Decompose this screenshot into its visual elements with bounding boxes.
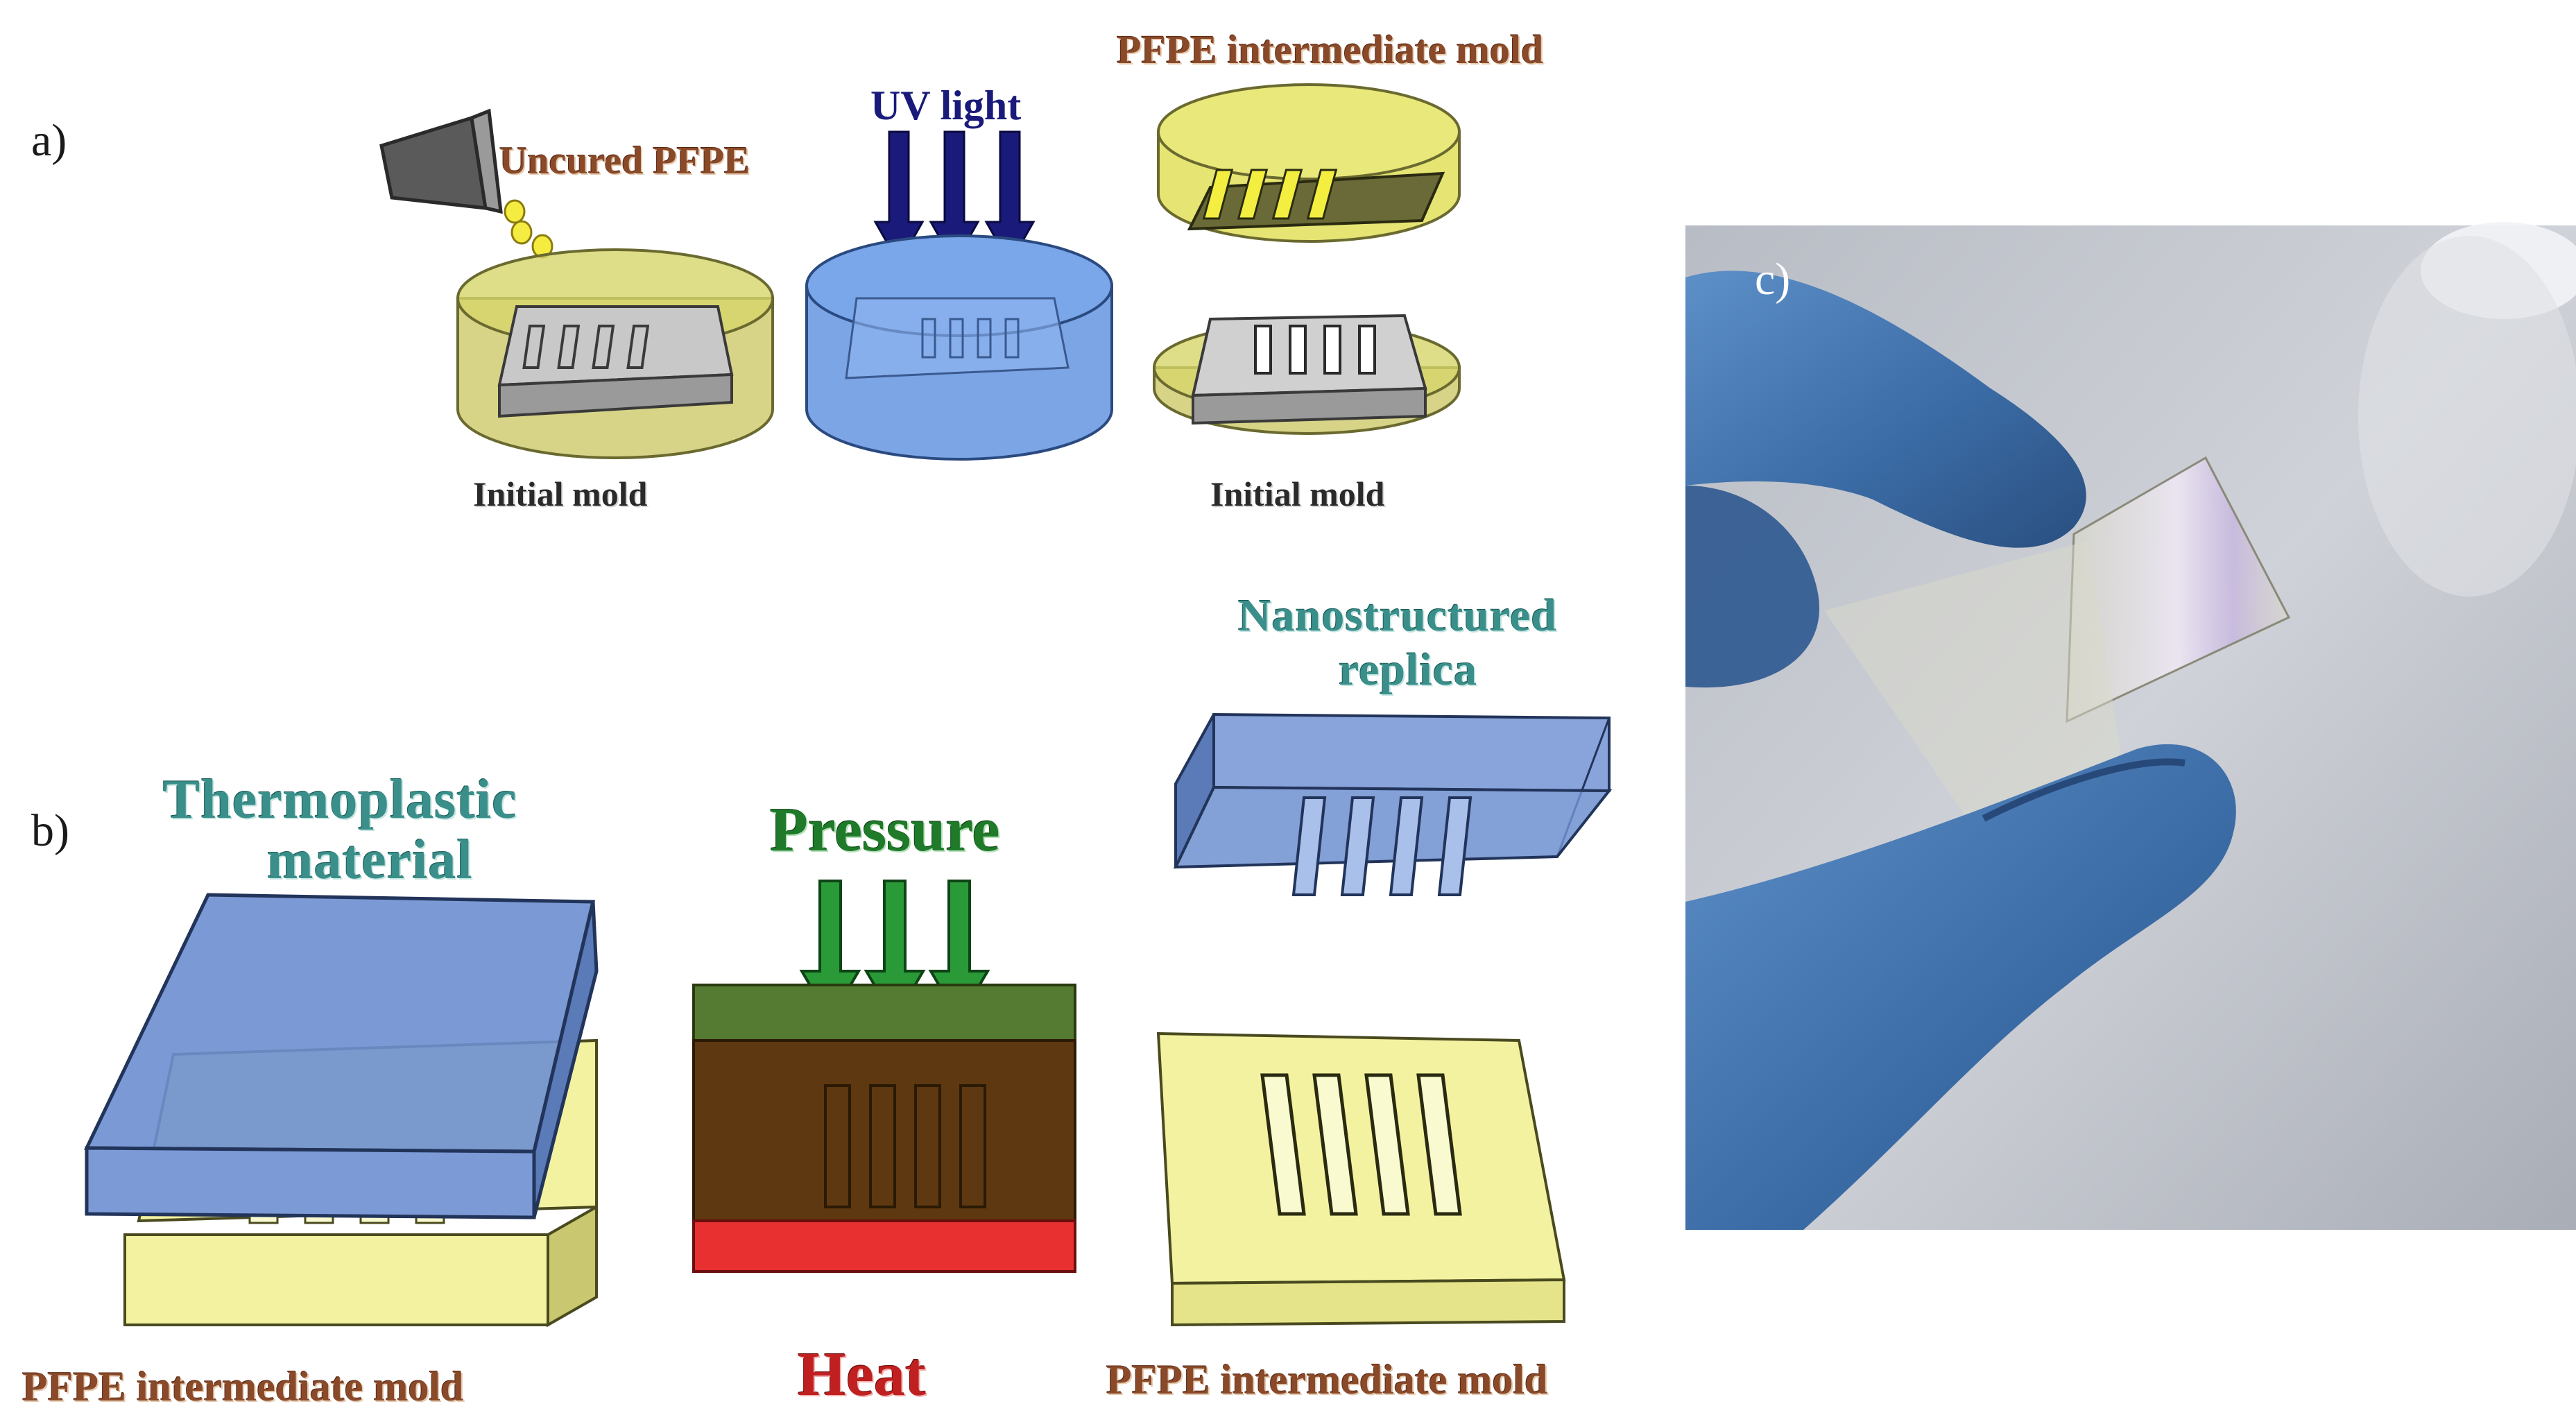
label-nanostructured: Nanostructured: [1238, 590, 1558, 641]
label-heat: Heat: [798, 1340, 926, 1409]
dish-uv-curing: [805, 234, 1113, 461]
label-pfpe-intermediate-right: PFPE intermediate mold: [1106, 1357, 1548, 1403]
label-replica: replica: [1339, 644, 1478, 695]
panel-label-a: a): [31, 115, 67, 166]
dish-initial-mold-2: [1153, 314, 1461, 435]
panel-label-c: c): [1755, 254, 1791, 305]
label-pfpe-intermediate-left: PFPE intermediate mold: [22, 1364, 464, 1410]
glove-hand: [1685, 744, 2236, 1230]
label-initial-mold-2: Initial mold: [1210, 474, 1385, 513]
label-uncured-pfpe: Uncured PFPE: [499, 139, 750, 182]
glove-thumb: [1685, 271, 2086, 548]
label-pressure: Pressure: [770, 796, 1000, 864]
label-material: material: [267, 830, 473, 891]
panel-label-b: b): [31, 805, 69, 856]
label-pfpe-intermediate-top: PFPE intermediate mold: [1117, 27, 1544, 72]
press-stack: [692, 984, 1076, 1273]
dish-uncured-pfpe: [456, 248, 774, 459]
label-uv-light: UV light: [870, 83, 1022, 128]
label-thermoplastic: Thermoplastic: [163, 769, 517, 830]
label-initial-mold-1: Initial mold: [473, 474, 648, 513]
thermoplastic-block: [84, 893, 599, 1219]
pfpe-mold-right: [1156, 1031, 1566, 1327]
dish-pfpe-intermediate: [1157, 83, 1461, 243]
photo-panel: [1685, 222, 2576, 1230]
nanostructured-replica: [1173, 712, 1613, 896]
pour-cup-icon: [379, 108, 553, 259]
